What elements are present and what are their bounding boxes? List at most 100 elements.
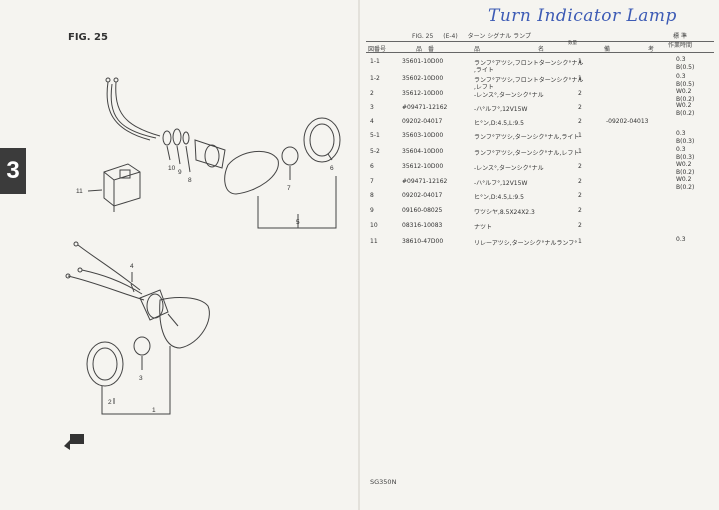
rear-lamp-housing: [224, 150, 279, 195]
part-bulb-3: [133, 336, 151, 356]
work-time-value: B(0.5): [676, 80, 695, 88]
rear-wire-3: [110, 83, 157, 139]
ref-cell: 11: [370, 238, 378, 245]
handwritten-title: Turn Indicator Lamp: [488, 6, 677, 26]
description-cell: -ハ°ルフ°,12V15W: [474, 180, 528, 187]
callout-5: 5: [296, 219, 300, 226]
callout-6: 6: [330, 165, 334, 172]
part-number-cell: #09471-12162: [402, 178, 448, 185]
callout-10: 10: [168, 165, 176, 172]
rear-lamp-stem-ring: [204, 144, 220, 168]
description-cell: ナツト: [474, 224, 493, 231]
work-time-value: 0.3: [676, 73, 686, 80]
quantity-cell: 2: [578, 207, 582, 214]
front-wire-1: [77, 244, 141, 291]
description-cell: ランフ°アツシ,フロントターンシク°ナル: [474, 77, 584, 84]
ref-cell: 7: [370, 178, 374, 185]
work-time-value: 0.3: [676, 56, 686, 63]
callout-7: 7: [287, 185, 291, 192]
front-wire-connector-2: [77, 267, 83, 273]
ref-cell: 5-2: [370, 148, 380, 155]
quantity-cell: 1: [578, 238, 582, 245]
col-note-2: 考: [648, 46, 655, 53]
description-cell-line2: ,ライト: [474, 67, 494, 74]
description-cell: ヒ°ン,D:4.5,L:9.5: [474, 194, 524, 201]
figure-label: FIG. 25: [68, 32, 108, 43]
col-desc-2: 名: [538, 46, 545, 53]
work-time-label: 作業時間: [668, 42, 693, 49]
description-cell: -ハ°ルフ°,12V15W: [474, 106, 528, 113]
description-cell: -レンス°,ターンシク°ナル: [474, 165, 544, 172]
standard-time-header: 標 準 作業時間: [668, 32, 692, 50]
col-desc: 品: [474, 46, 481, 53]
work-time-value: W0.2: [676, 88, 692, 95]
col-qty: 数量: [568, 41, 577, 46]
part-lens-2-inner: [92, 347, 118, 381]
header-rule-bottom: [366, 52, 714, 53]
description-cell: ランフ°アツシ,ターンシク°ナル,ライト: [474, 134, 580, 141]
part-number-cell: 35612-10D00: [402, 163, 444, 170]
part-relay-11: [103, 163, 141, 207]
part-number-cell: 35603-10D00: [402, 132, 444, 139]
front-wire-connector-1: [73, 241, 79, 247]
col-note: 備: [604, 46, 611, 53]
rear-wire-1: [106, 81, 151, 141]
figure-header: FIG. 25 (E-4) ターン シグナル ランプ: [412, 31, 539, 40]
figure-number: FIG. 25: [412, 33, 434, 40]
work-time-value: W0.2: [676, 161, 692, 168]
part-washer-9: [172, 128, 182, 146]
quantity-cell: 2: [578, 118, 582, 125]
part-number-cell: 35612-10D00: [402, 90, 444, 97]
callout-9: 9: [178, 169, 182, 176]
quantity-cell: 1: [578, 148, 582, 155]
ref-cell: 1-1: [370, 58, 380, 65]
quantity-cell: 2: [578, 178, 582, 185]
quantity-cell: 2: [578, 222, 582, 229]
work-time-value: B(0.3): [676, 153, 695, 161]
quantity-cell: 1: [578, 132, 582, 139]
part-number-cell: 35602-10D00: [402, 75, 444, 82]
part-bulb-7: [281, 146, 299, 166]
ref-cell: 5-1: [370, 132, 380, 139]
rear-wire-connector-1: [105, 77, 111, 83]
figure-title: ターン シグナル ランプ: [467, 33, 531, 40]
callout-2: 2: [108, 399, 112, 406]
work-time-value: W0.2: [676, 176, 692, 183]
ref-cell: 6: [370, 163, 374, 170]
front-lamp-housing: [159, 297, 210, 349]
description-cell: ワツシヤ,8.5X24X2.3: [474, 209, 535, 216]
rear-lamp-stem: [194, 139, 226, 169]
work-time-value: 0.3: [676, 130, 686, 137]
leader-10: [166, 145, 171, 161]
quantity-cell: 2: [578, 90, 582, 97]
part-pin-8: [182, 131, 190, 145]
section-tab: 3: [0, 148, 26, 194]
ref-cell: 10: [370, 222, 378, 229]
part-lens-6: [303, 117, 341, 163]
callout-11: 11: [76, 188, 83, 195]
work-time-value: B(0.2): [676, 109, 695, 117]
col-ref: 図番号: [368, 46, 387, 53]
work-time-value: W0.2: [676, 102, 692, 109]
description-cell: リレーアツシ,ターンシク°ナルランフ°: [474, 240, 578, 247]
part-number-cell: 09202-04017: [402, 192, 443, 199]
figure-code: (E-4): [443, 33, 458, 40]
callout-3: 3: [139, 375, 143, 382]
part-number-cell: #09471-12162: [402, 104, 448, 111]
rear-wire-2: [115, 81, 161, 137]
work-time-value: B(0.5): [676, 63, 695, 71]
leader-9: [176, 145, 181, 165]
leader-11: [87, 189, 103, 192]
description-cell: -レンス°,ターンシク°ナル: [474, 92, 544, 99]
work-time-value: B(0.3): [676, 137, 695, 145]
description-cell: ランフ°アツシ,フロントターンシク°ナル: [474, 60, 584, 67]
quantity-cell: 2: [578, 104, 582, 111]
work-time-value: B(0.2): [676, 95, 695, 103]
